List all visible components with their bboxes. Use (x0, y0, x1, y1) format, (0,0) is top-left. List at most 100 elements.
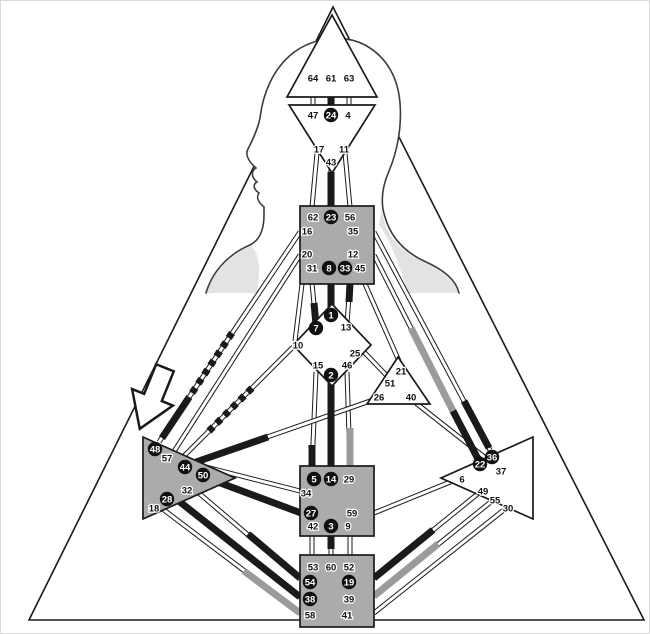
gate-3: 3 (328, 521, 333, 532)
channel-activation-black (194, 433, 270, 466)
head-silhouette-outline (205, 37, 460, 294)
gate-23: 23 (326, 212, 337, 223)
channel-activation-black (245, 531, 303, 581)
gate-52: 52 (344, 562, 355, 573)
gate-24: 24 (326, 110, 337, 121)
gate-17: 17 (314, 144, 325, 155)
gate-9: 9 (345, 521, 350, 532)
gate-42: 42 (308, 521, 319, 532)
channel-lane-core (343, 152, 352, 208)
gate-1: 1 (328, 310, 334, 321)
channel-lane-core (361, 349, 392, 381)
gate-20: 20 (302, 249, 313, 260)
gate-38-marker (302, 591, 318, 607)
gate-5-marker (306, 471, 322, 487)
gate-59: 59 (347, 508, 358, 519)
gate-26: 26 (374, 392, 385, 403)
silhouette-shading (379, 207, 458, 293)
channel-lane-core (310, 152, 319, 208)
channel-activation-gray (371, 541, 441, 599)
gate-8-marker (321, 260, 337, 276)
channel-activation-black (172, 495, 303, 600)
gate-13: 13 (341, 322, 352, 333)
gate-43: 43 (326, 157, 337, 168)
gate-45: 45 (355, 263, 366, 274)
gate-21: 21 (396, 366, 407, 377)
gate-40: 40 (406, 392, 417, 403)
gate-24-marker (323, 107, 339, 123)
gate-2-marker (323, 367, 339, 383)
gate-62: 62 (308, 212, 319, 223)
channel-lane-core (373, 507, 506, 615)
gate-6: 6 (459, 474, 464, 485)
gate-8: 8 (326, 263, 331, 274)
gate-61: 61 (326, 73, 337, 84)
channel-activation-black (159, 397, 191, 440)
gate-28-marker (159, 491, 175, 507)
channel-activation-black (460, 399, 493, 450)
gate-35: 35 (348, 226, 359, 237)
gate-53: 53 (308, 562, 319, 573)
gate-48: 48 (150, 444, 161, 455)
gate-25: 25 (350, 348, 361, 359)
gate-22-marker (472, 456, 488, 472)
gate-58: 58 (305, 610, 316, 621)
gate-54-marker (302, 574, 318, 590)
gate-3-marker (323, 518, 339, 534)
gate-1-marker (323, 307, 339, 323)
gate-37: 37 (496, 466, 507, 477)
gate-48-marker (147, 441, 163, 457)
gate-57: 57 (162, 453, 173, 464)
channel-lane-core (179, 345, 295, 461)
channel-lane-core (411, 398, 498, 469)
gate-14-marker (323, 471, 339, 487)
gate-50: 50 (198, 470, 209, 481)
center-heart (365, 355, 432, 405)
channel-activation-black (345, 282, 354, 303)
gate-15: 15 (313, 360, 324, 371)
gate-27-marker (303, 505, 319, 521)
channel-activation-gray (407, 326, 457, 413)
gate-46: 46 (342, 360, 353, 371)
gate-4: 4 (345, 110, 351, 121)
gate-34: 34 (301, 488, 312, 499)
gate-47: 47 (308, 110, 319, 121)
gate-12: 12 (348, 249, 359, 260)
gate-10: 10 (293, 340, 304, 351)
gate-38: 38 (305, 594, 316, 605)
channel-lane-core (373, 476, 461, 515)
gate-32: 32 (182, 485, 193, 496)
gate-44-marker (177, 459, 193, 475)
center-head (285, 13, 379, 98)
gate-55: 55 (490, 495, 501, 506)
channel-activation-gray (241, 568, 303, 616)
gate-19-marker (341, 574, 357, 590)
center-root (299, 554, 375, 628)
channel-lane-core (363, 283, 401, 362)
gate-5: 5 (311, 474, 317, 485)
gate-31: 31 (307, 263, 318, 274)
gate-11: 11 (339, 144, 350, 155)
center-ajna (287, 104, 377, 175)
gate-7-marker (308, 320, 324, 336)
gate-36: 36 (487, 452, 498, 463)
gate-22: 22 (475, 459, 486, 470)
gate-63: 63 (344, 73, 355, 84)
gate-19: 19 (344, 577, 355, 588)
gate-33-marker (337, 260, 353, 276)
channel-lane-core (293, 283, 304, 342)
gate-64: 64 (308, 73, 319, 84)
gate-51: 51 (385, 378, 396, 389)
gate-33: 33 (340, 263, 351, 274)
gate-50-marker (195, 467, 211, 483)
channel-activation-black (449, 409, 482, 461)
gate-41: 41 (342, 610, 353, 621)
gate-18: 18 (149, 503, 160, 514)
silhouette-shading (206, 246, 259, 293)
gate-36-marker (484, 449, 500, 465)
gate-44: 44 (180, 462, 191, 473)
gate-28: 28 (162, 494, 173, 505)
gate-56: 56 (345, 212, 356, 223)
